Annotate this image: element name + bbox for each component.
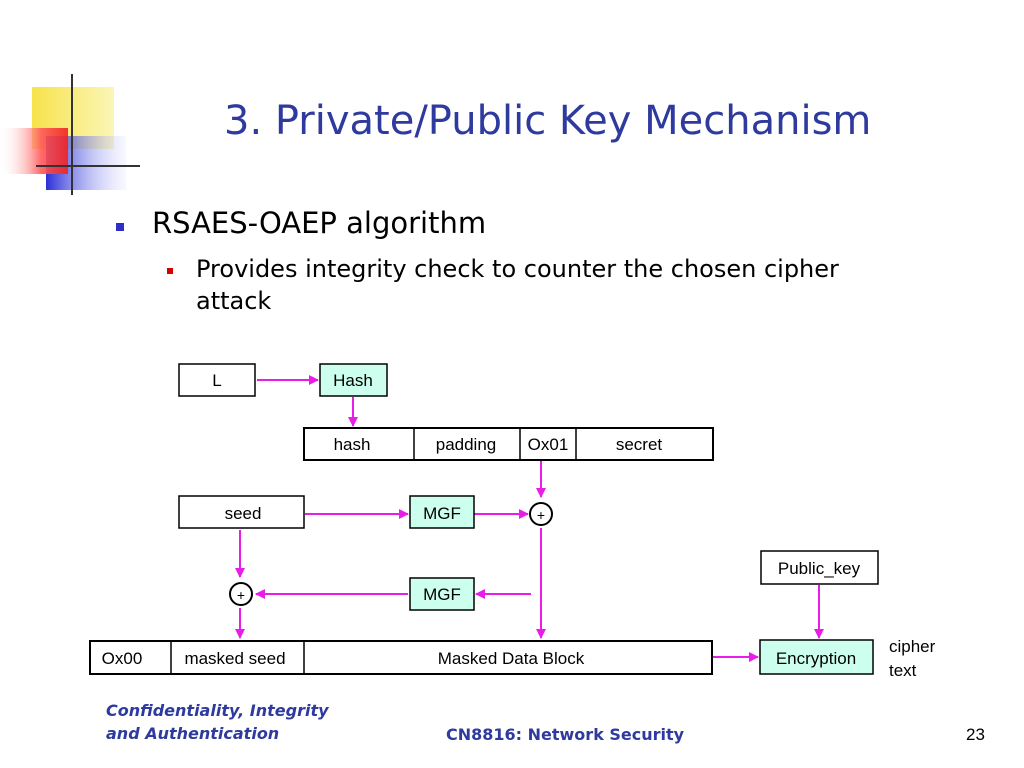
label-db-ox01: Ox01 [528, 435, 569, 454]
label-mgf-top: MGF [423, 504, 461, 523]
label-hash: Hash [333, 371, 373, 390]
xor-top-icon [529, 502, 553, 526]
label-l: L [212, 371, 221, 390]
box-seed [178, 495, 305, 529]
footer-course-topic: Confidentiality, Integrity and Authentic… [106, 699, 329, 745]
slide-title: 3. Private/Public Key Mechanism [224, 98, 872, 144]
label-db-secret: secret [616, 435, 663, 454]
footer-left-line-1: Confidentiality, Integrity [106, 701, 329, 720]
label-em-masked-seed: masked seed [184, 649, 285, 668]
box-l [178, 363, 256, 397]
decorative-logo [0, 74, 140, 195]
bullet-marker [116, 223, 124, 231]
bullet-marker [167, 268, 173, 274]
footer-left-line-2: and Authentication [106, 724, 280, 743]
bullet-level-1: RSAES-OAEP algorithm [152, 206, 487, 240]
bullet-level-2: Provides integrity check to counter the … [196, 255, 839, 315]
label-xor-bottom: + [237, 587, 245, 603]
label-cipher-text-2: text [889, 661, 917, 680]
box-hash [319, 363, 388, 397]
xor-bottom-icon [229, 582, 253, 606]
label-db-padding: padding [436, 435, 497, 454]
box-mgf-bottom [409, 577, 475, 611]
encoded-message-block [89, 640, 713, 675]
label-seed: seed [225, 504, 262, 523]
label-xor-top: + [537, 507, 545, 523]
label-em-ox00: Ox00 [102, 649, 143, 668]
label-cipher-text-1: cipher [889, 637, 936, 656]
box-mgf-top [409, 495, 475, 529]
label-db-hash: hash [334, 435, 371, 454]
footer-course-name: CN8816: Network Security [446, 725, 685, 744]
page-number: 23 [966, 725, 985, 744]
label-public-key: Public_key [778, 559, 861, 578]
box-public-key [760, 550, 879, 585]
label-mgf-bottom: MGF [423, 585, 461, 604]
label-em-masked-data-block: Masked Data Block [438, 649, 585, 668]
label-encryption: Encryption [776, 649, 856, 668]
box-encryption [759, 639, 874, 675]
data-block [303, 427, 714, 461]
